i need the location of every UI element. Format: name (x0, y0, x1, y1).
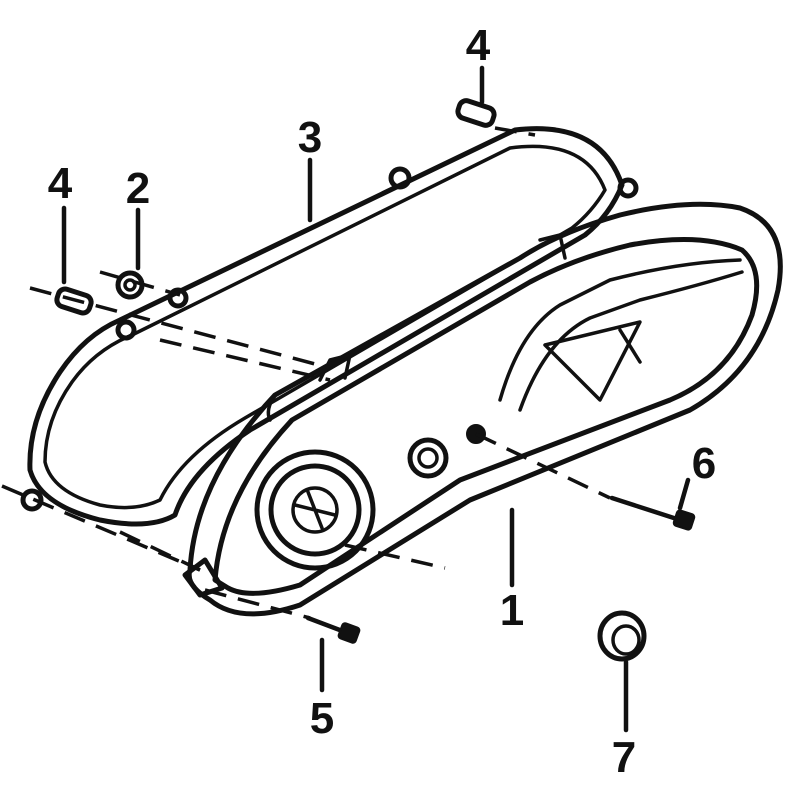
dowel-pin-part-4-top (455, 98, 497, 128)
assembly-lines (1, 126, 611, 620)
leader-lines (61, 65, 691, 733)
callout-6: 6 (692, 439, 716, 488)
bolt-part-6 (609, 495, 696, 531)
callout-4-left: 4 (48, 159, 73, 208)
plug-part-7 (597, 610, 647, 662)
gasket-part-3 (20, 126, 639, 527)
callout-1: 1 (500, 586, 524, 635)
callout-3: 3 (298, 113, 322, 162)
cover-part-1 (182, 201, 783, 617)
callout-labels: 1 2 3 4 4 5 6 7 (48, 21, 716, 782)
callout-4-top: 4 (466, 21, 491, 70)
callout-7: 7 (612, 733, 636, 782)
bolt-part-5 (305, 615, 361, 644)
washer-part-2 (115, 270, 145, 300)
callout-2: 2 (126, 164, 150, 213)
dowel-pin-part-4-left (54, 286, 94, 316)
callout-5: 5 (310, 694, 334, 743)
